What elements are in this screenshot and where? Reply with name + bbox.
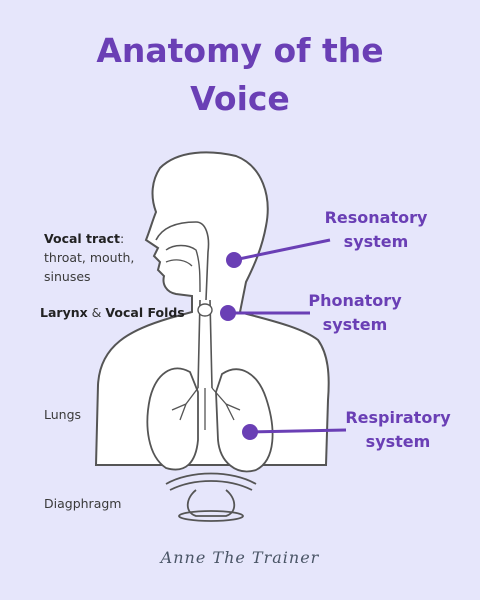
vocal-tract-colon: : bbox=[120, 231, 125, 246]
larynx-label: Larynx & Vocal Folds bbox=[40, 303, 200, 322]
larynx-amp: & bbox=[87, 305, 106, 320]
vocal-tract-line-3: sinuses bbox=[44, 269, 91, 284]
resonatory-line-1: Resonatory bbox=[324, 208, 428, 227]
title-line-1: Anatomy of the bbox=[96, 31, 384, 70]
diaphragm-label: Diagphragm bbox=[44, 496, 122, 511]
phonatory-pointer bbox=[220, 305, 310, 321]
lungs-label: Lungs bbox=[44, 407, 82, 422]
resonatory-line-2: system bbox=[343, 232, 409, 251]
vocal-tract-label: Vocal tract: throat, mouth, sinuses bbox=[44, 229, 154, 286]
vocal-tract-line-2: throat, mouth, bbox=[44, 250, 135, 265]
resonatory-pointer bbox=[226, 238, 331, 268]
signature: Anne The Trainer bbox=[160, 548, 320, 567]
phonatory-line-1: Phonatory bbox=[308, 291, 402, 310]
phonatory-system-label: Phonatory system bbox=[300, 289, 410, 337]
title-line-2: Voice bbox=[190, 79, 290, 118]
diaphragm bbox=[165, 472, 257, 522]
vocal-folds-text: Vocal Folds bbox=[105, 305, 185, 320]
vocal-tract-outline bbox=[155, 221, 210, 301]
phonatory-line-2: system bbox=[322, 315, 388, 334]
right-lung bbox=[215, 368, 274, 473]
vocal-tract-title: Vocal tract bbox=[44, 231, 121, 246]
resonatory-system-label: Resonatory system bbox=[318, 206, 434, 254]
respiratory-line-1: Respiratory bbox=[345, 408, 451, 427]
left-lung bbox=[146, 367, 199, 471]
respiratory-system-label: Respiratory system bbox=[340, 406, 456, 454]
respiratory-pointer bbox=[242, 424, 347, 440]
larynx-text: Larynx bbox=[40, 305, 88, 320]
bronchi bbox=[171, 387, 241, 430]
respiratory-line-2: system bbox=[365, 432, 431, 451]
